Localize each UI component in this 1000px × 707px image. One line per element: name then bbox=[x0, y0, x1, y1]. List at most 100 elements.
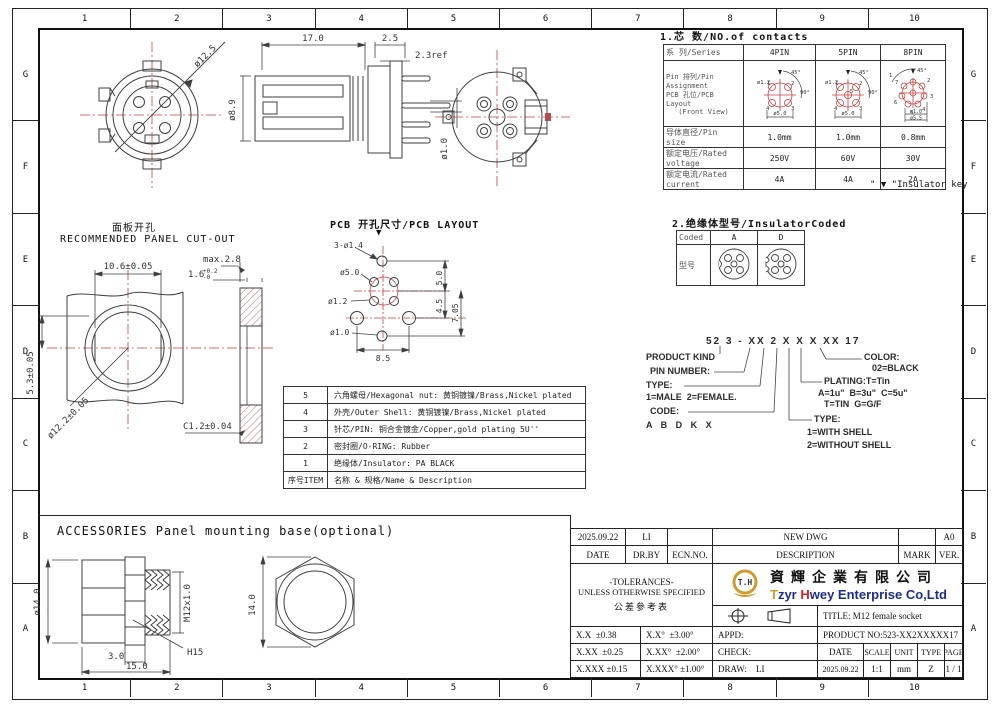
tol-xxxxdeg: X.XXX° ±1.00° bbox=[641, 661, 713, 678]
part-number-code: 52 3 - XX 2 X X X XX 17 bbox=[706, 336, 861, 347]
svg-text:7: 7 bbox=[895, 80, 898, 86]
current-4pin: 4A bbox=[743, 168, 816, 190]
svg-text:1: 1 bbox=[767, 81, 770, 87]
border-col-8: 8 bbox=[684, 9, 777, 28]
border-row-D: D bbox=[13, 306, 38, 399]
svg-text:ø5.0: ø5.0 bbox=[841, 111, 854, 117]
dimension-label: ø1.2 bbox=[328, 297, 347, 306]
dimension-label: 5.3±0.05 bbox=[26, 351, 36, 394]
pcb-layout-drawing: 3-ø1.4 ø5.0 ø1.2 ø1.0 5.0 4.5 7.05 8.5 bbox=[328, 241, 466, 363]
item-desc: 绝缘体/Insulator: PA BLACK bbox=[327, 454, 586, 472]
pin-assignment-label: Pin 排列/Pin Assignment PCB 孔位/PCB Layout … bbox=[663, 60, 744, 127]
type-value: Z bbox=[918, 661, 945, 678]
projection-symbols bbox=[713, 606, 818, 627]
svg-text:45°: 45° bbox=[917, 68, 927, 74]
company-band: T.H 資輝企業有限公司 Tzyr Hwey Enterprise Co,Ltd bbox=[713, 564, 963, 606]
dimension-label: ø12.2±0.05 bbox=[46, 396, 91, 441]
svg-text:2: 2 bbox=[791, 81, 794, 87]
svg-text:45°: 45° bbox=[859, 70, 869, 76]
contacts-section-title: 1.芯 数/NO.of contacts bbox=[660, 32, 809, 43]
border-col-5: 5 bbox=[408, 678, 501, 697]
svg-text:3: 3 bbox=[930, 94, 933, 100]
border-col-4: 4 bbox=[316, 9, 408, 28]
date-value: 2025.09.22 bbox=[818, 661, 864, 678]
dimension-label: ø5.0 bbox=[340, 268, 359, 277]
insulator-d-diagram bbox=[757, 244, 805, 286]
parts-table: 5 六角螺母/Hexagonal nut: 黄铜镀镍/Brass,Nickel … bbox=[283, 386, 586, 489]
appd-cell: APPD: bbox=[713, 627, 818, 644]
unit-col-label: UNIT bbox=[891, 644, 918, 661]
type-col-label: TYPE bbox=[918, 644, 945, 661]
voltage-4pin: 250V bbox=[743, 147, 816, 169]
pcb-centerlines bbox=[346, 246, 466, 350]
acc-front-view bbox=[275, 556, 355, 648]
acc-side-view bbox=[81, 556, 171, 646]
unit-value: mm bbox=[891, 661, 918, 678]
border-col-10: 10 bbox=[909, 682, 920, 693]
border-row-G: G bbox=[13, 29, 38, 122]
rear-outline bbox=[442, 67, 548, 167]
model-label: 型号 bbox=[676, 244, 711, 286]
dimension-label: 1.6 bbox=[188, 270, 204, 280]
svg-text:45°: 45° bbox=[791, 70, 801, 76]
border-row-F: F bbox=[961, 121, 986, 214]
dimension-label: 2.3ref bbox=[415, 51, 448, 61]
plating-values: A=1u" B=3u" C=5u" bbox=[818, 388, 908, 398]
dimension-label: ø1.0 bbox=[330, 328, 349, 337]
side-body bbox=[254, 60, 451, 159]
border-row-B: B bbox=[961, 491, 986, 584]
part-number-leaders bbox=[684, 346, 862, 421]
coded-label: Coded bbox=[676, 230, 711, 245]
border-row-C: C bbox=[13, 399, 38, 492]
dimension-label: 7.05 bbox=[451, 303, 460, 322]
svg-text:5: 5 bbox=[910, 110, 913, 116]
panel-dims bbox=[39, 270, 163, 407]
pin-number-label: PIN NUMBER: bbox=[650, 366, 710, 376]
front-view-drawing: ø12.5 bbox=[80, 41, 226, 188]
rear-key bbox=[545, 113, 551, 121]
border-col-7: 7 bbox=[592, 9, 685, 28]
dimension-label: 5.0 bbox=[435, 271, 444, 286]
rated-voltage-label: 额定电压/Rated voltage bbox=[663, 147, 744, 169]
border-row-D: D bbox=[961, 306, 986, 399]
pin-size-8pin: 0.8mm bbox=[880, 126, 946, 148]
svg-text:90°: 90° bbox=[868, 90, 878, 96]
item-no: 3 bbox=[283, 420, 328, 438]
tol-xxdeg: X.X° ±3.00° bbox=[641, 627, 713, 644]
pcb-dims bbox=[350, 247, 465, 353]
page-col-label: PAGE bbox=[945, 644, 963, 661]
col-5pin: 5PIN bbox=[815, 44, 881, 61]
tol-xxxx: X.XXX ±0.15 bbox=[571, 661, 641, 678]
border-col-8: 8 bbox=[684, 678, 777, 697]
item-desc: 针芯/PIN: 铜合金镀金/Copper,gold plating 5U'' bbox=[327, 420, 586, 438]
border-col-5: 5 bbox=[408, 9, 501, 28]
tb-date-label: DATE bbox=[571, 546, 626, 564]
border-col-2: 2 bbox=[131, 678, 224, 697]
pin-size-5pin: 1.0mm bbox=[815, 126, 881, 148]
dimension-label: H15 bbox=[187, 648, 203, 658]
panel-plate bbox=[66, 291, 184, 405]
border-col-6: 6 bbox=[500, 678, 593, 697]
svg-text:3: 3 bbox=[791, 106, 794, 112]
dimension-label: -0 bbox=[203, 274, 211, 281]
dimension-label: ø14.0 bbox=[33, 588, 43, 615]
tb-ver-value: A0 bbox=[936, 529, 963, 546]
svg-text:4: 4 bbox=[834, 106, 838, 112]
title-block: 2025.09.22 LI NEW DWG A0 DATE DR.BY ECN.… bbox=[570, 528, 963, 678]
draw-cell: DRAW: LI bbox=[713, 661, 818, 678]
dimension-label: 8.5 bbox=[376, 354, 391, 363]
dimension-label: ø12.5 bbox=[192, 43, 218, 69]
plating-label: PLATING:T=Tin bbox=[824, 376, 890, 386]
border-row-E: E bbox=[13, 214, 38, 307]
desc-header: 名称 & 规格/Name & Description bbox=[327, 471, 586, 489]
voltage-5pin: 60V bbox=[815, 147, 881, 169]
plating-values2: T=TIN G=G/F bbox=[824, 399, 882, 409]
border-row-E: E bbox=[961, 214, 986, 307]
front-pins bbox=[133, 96, 171, 134]
svg-text:4: 4 bbox=[766, 106, 770, 112]
border-row-A: A bbox=[22, 624, 29, 635]
tb-drby-value: LI bbox=[626, 529, 668, 546]
svg-text:5: 5 bbox=[850, 89, 853, 95]
contacts-table: 系 列/Series 4PIN 5PIN 8PIN Pin 排列/Pin Ass… bbox=[663, 44, 946, 190]
